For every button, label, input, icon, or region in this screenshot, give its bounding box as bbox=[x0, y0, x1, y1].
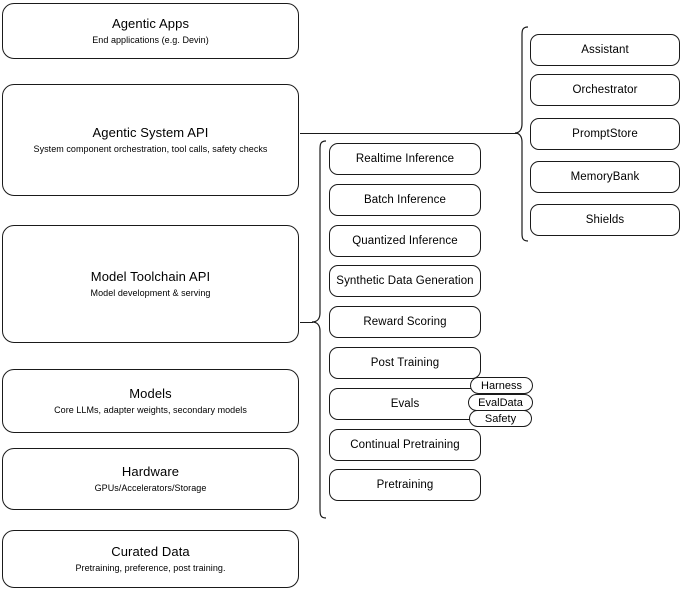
layer-title: Agentic System API bbox=[92, 125, 209, 140]
layer-box-models[interactable]: Models Core LLMs, adapter weights, secon… bbox=[2, 369, 299, 433]
system-item-assistant[interactable]: Assistant bbox=[530, 34, 680, 66]
toolchain-item-label: Continual Pretraining bbox=[350, 439, 460, 451]
eval-subitem-harness[interactable]: Harness bbox=[470, 377, 533, 394]
layer-subtitle: GPUs/Accelerators/Storage bbox=[94, 483, 207, 493]
layer-subtitle: Pretraining, preference, post training. bbox=[75, 563, 226, 573]
toolchain-item-post-training[interactable]: Post Training bbox=[329, 347, 481, 379]
layer-title: Curated Data bbox=[111, 544, 190, 559]
layer-title: Hardware bbox=[121, 464, 180, 479]
layer-subtitle: Model development & serving bbox=[90, 288, 211, 298]
system-item-memorybank[interactable]: MemoryBank bbox=[530, 161, 680, 193]
layer-box-agentic-system-api[interactable]: Agentic System API System component orch… bbox=[2, 84, 299, 196]
layer-box-agentic-apps[interactable]: Agentic Apps End applications (e.g. Devi… bbox=[2, 3, 299, 59]
toolchain-item-label: Evals bbox=[390, 398, 420, 410]
layer-title: Model Toolchain API bbox=[90, 269, 211, 284]
toolchain-item-quantized-inference[interactable]: Quantized Inference bbox=[329, 225, 481, 257]
toolchain-item-label: Quantized Inference bbox=[352, 235, 458, 247]
system-item-label: MemoryBank bbox=[570, 171, 640, 183]
eval-subitem-label: Harness bbox=[481, 379, 522, 392]
system-item-label: Assistant bbox=[581, 44, 629, 56]
layer-title: Models bbox=[129, 386, 172, 401]
toolchain-item-continual-pretraining[interactable]: Continual Pretraining bbox=[329, 429, 481, 461]
layer-subtitle: End applications (e.g. Devin) bbox=[92, 35, 209, 45]
toolchain-item-label: Post Training bbox=[370, 357, 440, 369]
system-item-label: PromptStore bbox=[572, 128, 638, 140]
eval-subitem-evaldata[interactable]: EvalData bbox=[468, 394, 533, 411]
system-item-orchestrator[interactable]: Orchestrator bbox=[530, 74, 680, 106]
toolchain-item-label: Batch Inference bbox=[363, 194, 447, 206]
eval-subitem-label: EvalData bbox=[478, 396, 523, 409]
bracket-system-components bbox=[514, 26, 529, 242]
system-item-shields[interactable]: Shields bbox=[530, 204, 680, 236]
layer-title: Agentic Apps bbox=[111, 16, 190, 31]
toolchain-item-evals[interactable]: Evals bbox=[329, 388, 481, 420]
toolchain-item-label: Synthetic Data Generation bbox=[336, 275, 474, 287]
system-item-label: Shields bbox=[585, 214, 625, 226]
eval-subitem-label: Safety bbox=[484, 412, 517, 425]
eval-subitem-safety[interactable]: Safety bbox=[469, 410, 532, 427]
bracket-toolchain-items bbox=[311, 140, 327, 519]
toolchain-item-label: Reward Scoring bbox=[363, 316, 447, 328]
toolchain-item-pretraining[interactable]: Pretraining bbox=[329, 469, 481, 501]
layer-subtitle: System component orchestration, tool cal… bbox=[33, 144, 268, 154]
toolchain-item-batch-inference[interactable]: Batch Inference bbox=[329, 184, 481, 216]
system-item-label: Orchestrator bbox=[572, 84, 638, 96]
layer-subtitle: Core LLMs, adapter weights, secondary mo… bbox=[54, 405, 247, 415]
toolchain-item-label: Pretraining bbox=[376, 479, 434, 491]
system-item-promptstore[interactable]: PromptStore bbox=[530, 118, 680, 150]
connector-line-system-api bbox=[300, 133, 518, 134]
toolchain-item-realtime-inference[interactable]: Realtime Inference bbox=[329, 143, 481, 175]
connector-line-toolchain-api bbox=[300, 322, 313, 323]
layer-box-hardware[interactable]: Hardware GPUs/Accelerators/Storage bbox=[2, 448, 299, 510]
toolchain-item-synthetic-data-generation[interactable]: Synthetic Data Generation bbox=[329, 265, 481, 297]
toolchain-item-label: Realtime Inference bbox=[355, 153, 455, 165]
layer-box-curated-data[interactable]: Curated Data Pretraining, preference, po… bbox=[2, 530, 299, 588]
layer-box-model-toolchain-api[interactable]: Model Toolchain API Model development & … bbox=[2, 225, 299, 343]
toolchain-item-reward-scoring[interactable]: Reward Scoring bbox=[329, 306, 481, 338]
